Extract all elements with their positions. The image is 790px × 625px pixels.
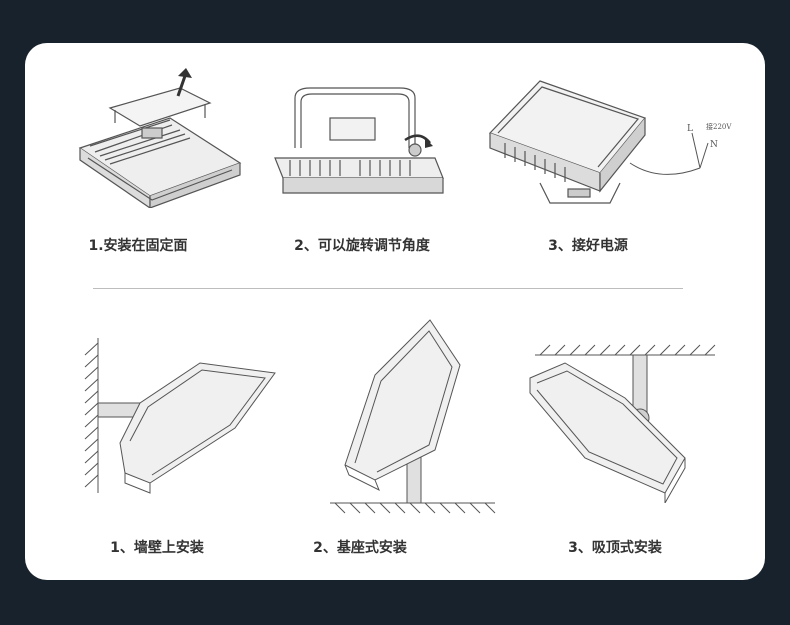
step2-illustration bbox=[265, 78, 450, 208]
step1-illustration bbox=[60, 68, 255, 208]
section-divider bbox=[93, 288, 683, 289]
base-mount-caption: 2、基座式安装 bbox=[313, 540, 407, 556]
step3-illustration: L N 接220V bbox=[480, 73, 735, 208]
voltage-label: 接220V bbox=[706, 122, 732, 131]
wall-mount-illustration bbox=[80, 333, 280, 498]
wire-n-label: N bbox=[710, 140, 718, 150]
step2-caption: 2、可以旋转调节角度 bbox=[294, 238, 430, 254]
ceiling-mount-caption: 3、吸顶式安装 bbox=[568, 540, 662, 556]
base-mount-illustration bbox=[325, 315, 500, 515]
wall-mount-caption: 1、墙壁上安装 bbox=[110, 540, 204, 556]
step1-caption: 1.安装在固定面 bbox=[88, 238, 188, 254]
wire-l-label: L bbox=[687, 124, 693, 134]
ceiling-mount-illustration bbox=[525, 338, 725, 503]
step3-caption: 3、接好电源 bbox=[548, 238, 628, 254]
installation-card: 1.安装在固定面 2、可以旋转调节角度 bbox=[25, 43, 765, 580]
